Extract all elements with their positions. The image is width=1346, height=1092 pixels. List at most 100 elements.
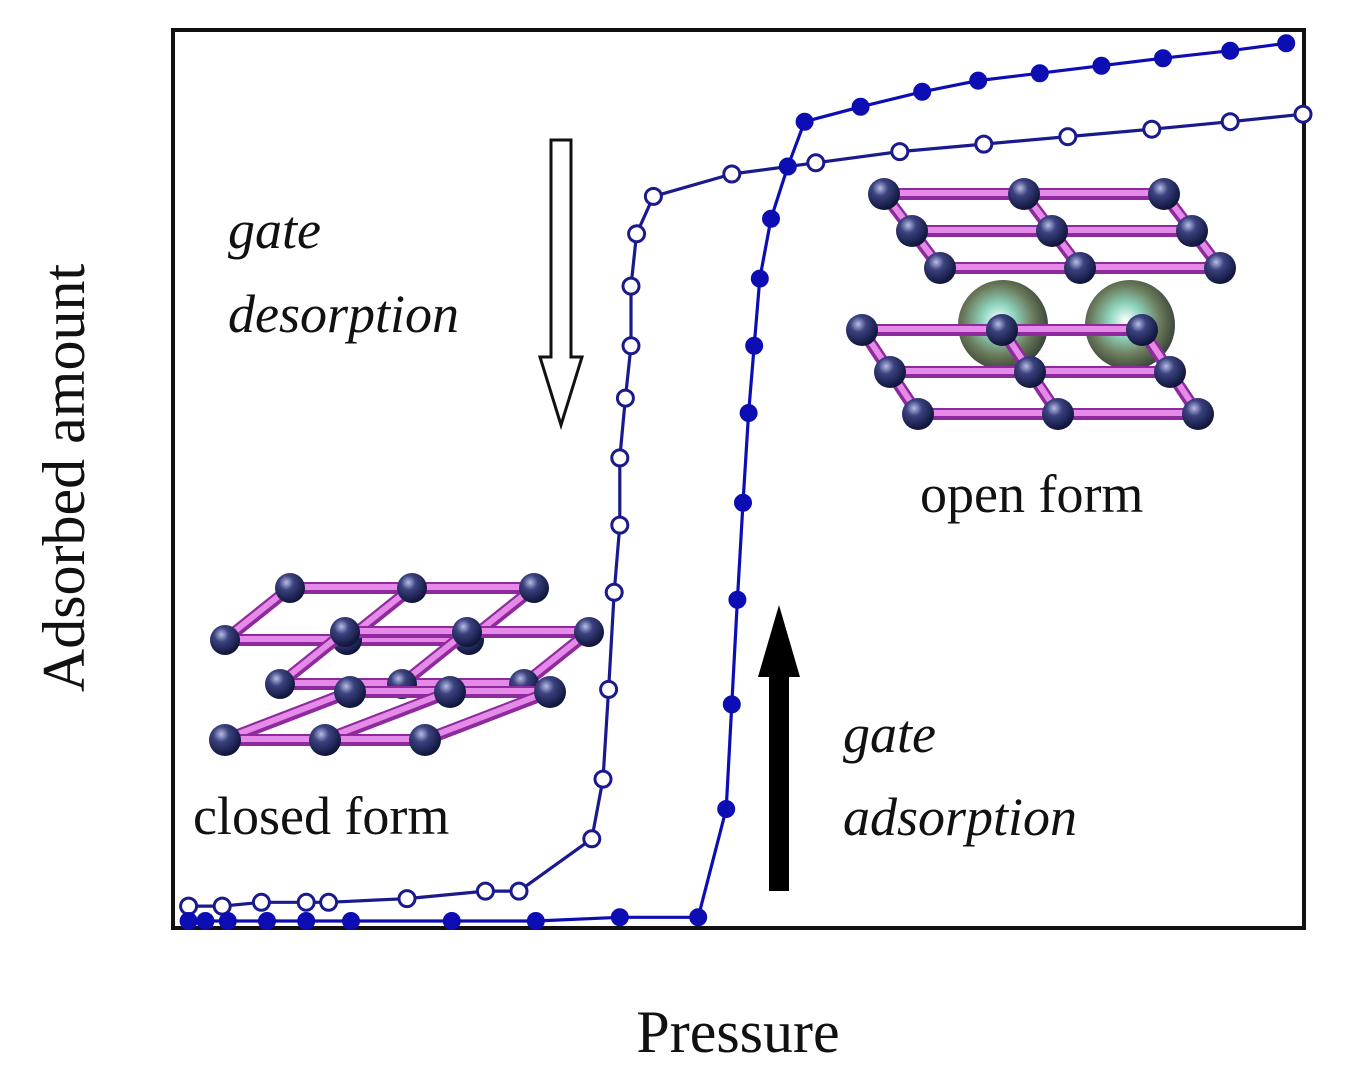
structure-atom <box>1148 178 1180 210</box>
adsorption-arrow <box>758 605 800 891</box>
structure-atom <box>1064 252 1096 284</box>
series-2-point <box>258 912 276 930</box>
structure-atom <box>265 669 295 699</box>
structure-atom <box>452 617 482 647</box>
series-2-point <box>526 912 545 930</box>
structure-atom <box>868 178 900 210</box>
annotation-gate-adsorption-line1: gate <box>843 704 936 764</box>
series-2-point <box>762 209 780 228</box>
series-1-point <box>615 388 635 408</box>
desorption-arrow <box>537 138 585 431</box>
structure-atom <box>309 724 341 756</box>
series-2-point <box>913 82 932 101</box>
series-1-point <box>610 448 630 468</box>
series-2-point <box>734 493 752 512</box>
structure-atom <box>275 573 305 603</box>
series-2-point <box>851 97 870 116</box>
series-1-point <box>599 679 619 699</box>
series-2-point <box>728 590 747 609</box>
structure-atom <box>330 617 360 647</box>
series-1-point <box>251 892 271 912</box>
annotation-gate-desorption-line2: desorption <box>228 284 459 344</box>
series-2-point <box>739 404 758 422</box>
series-1-point <box>974 134 994 154</box>
structure-atom <box>924 252 956 284</box>
series-2-point <box>778 157 797 176</box>
series-1-point <box>397 889 417 909</box>
structure-atom <box>209 724 241 756</box>
open-form-structure-illustration <box>846 178 1236 430</box>
structure-atom <box>1176 215 1208 247</box>
structure-atom <box>1182 398 1214 430</box>
series-2-point <box>717 800 736 818</box>
series-2-point <box>1030 64 1049 83</box>
series-1-point <box>604 582 624 602</box>
series-1-point <box>722 164 742 184</box>
structure-bond-highlight <box>422 688 553 742</box>
series-2-point <box>196 912 215 930</box>
series-1-point <box>621 276 641 296</box>
structure-atom <box>210 625 240 655</box>
series-1-point <box>890 142 910 162</box>
structure-atom <box>519 573 549 603</box>
series-2-point <box>179 912 198 930</box>
series-2-point <box>722 695 741 714</box>
x-axis-title: Pressure <box>636 999 839 1065</box>
series-2-point <box>1221 41 1240 60</box>
series-1-point <box>475 881 495 901</box>
y-axis-title: Adsorbed amount <box>31 264 97 693</box>
series-2-point <box>610 908 629 927</box>
structure-atom <box>896 215 928 247</box>
structure-atom <box>397 573 427 603</box>
structure-atom <box>534 676 566 708</box>
annotation-gate-adsorption-line2: adsorption <box>843 787 1077 847</box>
series-1-point <box>1220 112 1240 132</box>
structure-atom <box>1014 356 1046 388</box>
series-2-point <box>218 912 237 930</box>
series-2-point <box>1154 49 1172 68</box>
series-2-point <box>1092 56 1111 75</box>
series-1-point <box>1142 119 1162 139</box>
series-2-point <box>442 912 461 930</box>
series-1-point <box>1058 127 1078 147</box>
structure-atom <box>434 676 466 708</box>
annotation-gate-desorption-line1: gate <box>228 200 321 260</box>
annotation-closed-form: closed form <box>193 786 449 846</box>
series-layer <box>179 34 1313 930</box>
series-1-point <box>593 769 613 789</box>
structure-atom <box>1204 252 1236 284</box>
series-1-point <box>806 153 826 173</box>
structure-atom <box>986 314 1018 346</box>
series-1-point <box>610 515 630 535</box>
series-2-point <box>689 908 708 927</box>
series-2-point <box>297 912 316 930</box>
series-2-point <box>969 71 988 90</box>
series-1-point <box>627 224 647 244</box>
series-1-point <box>212 896 232 916</box>
series-1-point <box>582 829 602 849</box>
series-1-point <box>296 892 316 912</box>
series-2-line <box>188 41 1287 923</box>
structure-atom <box>1154 356 1186 388</box>
structure-atom <box>874 356 906 388</box>
structure-atom <box>334 676 366 708</box>
structure-bond-highlight <box>322 688 453 742</box>
series-1-point <box>621 336 641 356</box>
structure-atom <box>1126 314 1158 346</box>
series-2-point <box>795 112 814 131</box>
structure-atom <box>574 617 604 647</box>
series-2-point <box>1277 34 1296 53</box>
structure-atom <box>846 314 878 346</box>
plot-frame <box>171 28 1306 930</box>
structure-atom <box>1008 178 1040 210</box>
structure-atom <box>902 398 934 430</box>
closed-form-structure-illustration <box>209 573 604 756</box>
structure-atom <box>409 724 441 756</box>
structure-atom <box>1042 398 1074 430</box>
series-2-point <box>750 269 769 288</box>
series-2-point <box>342 912 360 930</box>
annotation-open-form: open form <box>920 464 1143 524</box>
structure-bond-highlight <box>222 688 353 742</box>
